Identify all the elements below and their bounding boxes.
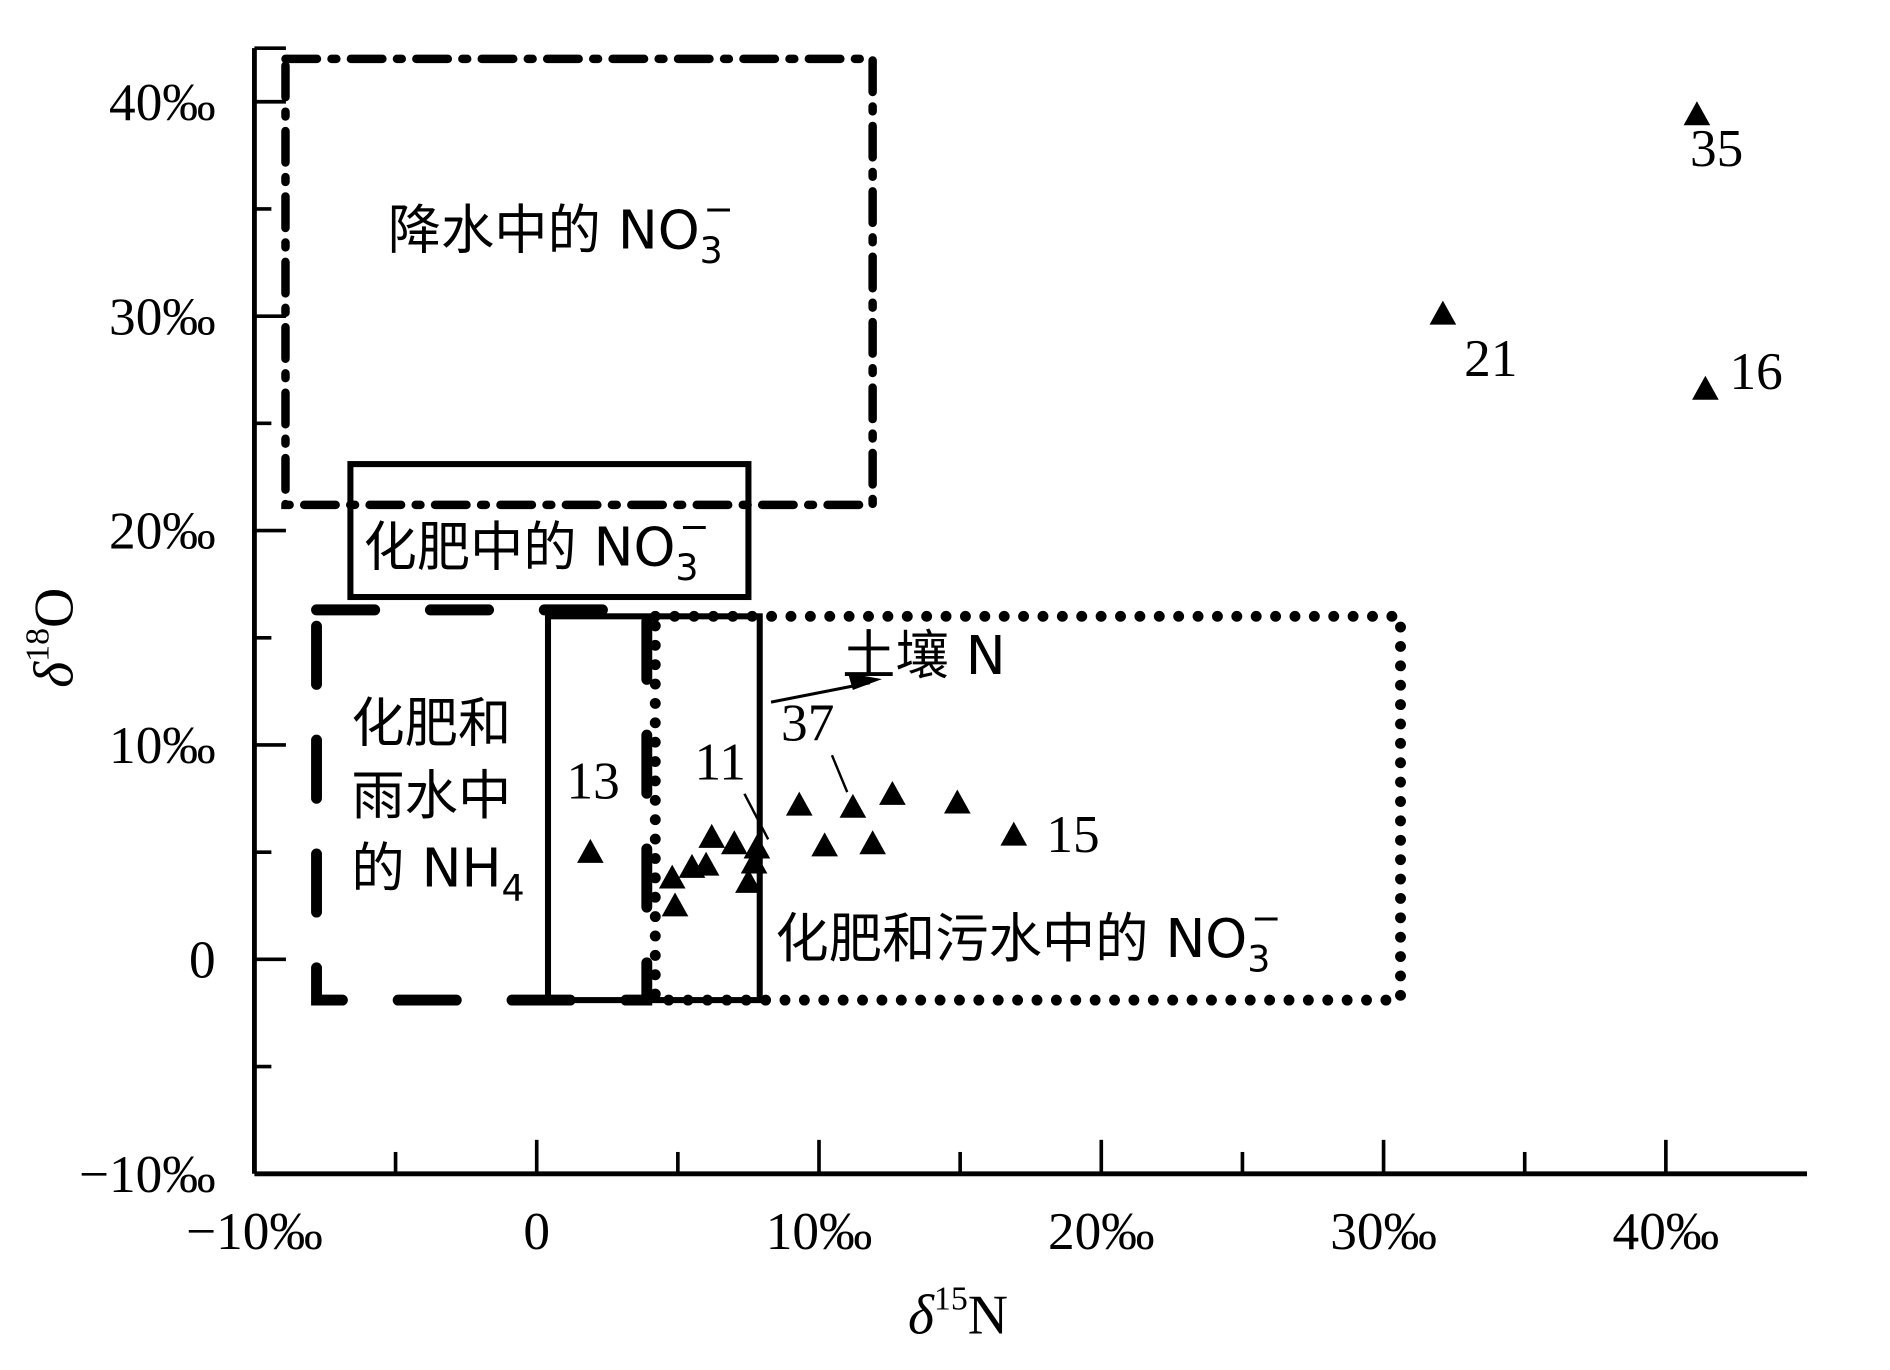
point-label: 37 <box>781 694 834 753</box>
region-label-line: 的 NH4 <box>351 838 524 911</box>
region-label: 化肥中的 NO3− <box>363 505 709 589</box>
region-label-superscript: − <box>679 505 709 548</box>
y-axis-title-sup: 18 <box>19 628 56 662</box>
x-tick-label: 20‰ <box>1048 1202 1155 1261</box>
region-label-subscript: 3 <box>675 546 698 589</box>
point-label: 35 <box>1690 119 1743 178</box>
data-point-triangle <box>692 851 720 876</box>
x-axis-title-sup: 15 <box>934 1280 968 1317</box>
data-point-triangle <box>577 838 604 863</box>
point-labels: 13 11 37 15 21 35 16 土壤 N <box>567 119 1783 864</box>
data-point-triangle <box>658 864 686 889</box>
y-axis-title-symbol: δ <box>24 661 86 688</box>
data-point-triangle <box>1000 821 1028 846</box>
x-tick-label: 10‰ <box>766 1202 873 1261</box>
y-tick-label: 0 <box>189 931 216 990</box>
point-label: 13 <box>567 752 620 811</box>
data-point-triangle <box>811 832 838 857</box>
soil-n-label: 土壤 N <box>842 625 1005 687</box>
data-point-triangle <box>1429 300 1457 325</box>
y-axis-title: δ18O <box>19 588 85 688</box>
data-point-triangle <box>859 830 886 855</box>
data-point-triangle <box>720 830 748 855</box>
x-tick-label: 40‰ <box>1613 1202 1720 1261</box>
y-tick-label: 30‰ <box>109 287 216 346</box>
point-label: 11 <box>695 732 746 791</box>
axes <box>251 46 1808 1177</box>
x-tick-label: 30‰ <box>1330 1202 1437 1261</box>
data-point-triangle <box>698 823 726 848</box>
x-tick-label: 0 <box>523 1202 550 1261</box>
data-point-triangle <box>943 789 971 814</box>
point-label-leader <box>743 793 770 840</box>
y-tick-label: 10‰ <box>109 716 216 775</box>
point-label: 16 <box>1730 342 1783 401</box>
soil-n-arrowhead <box>848 673 882 691</box>
region-label-line: 化肥和 <box>351 692 511 754</box>
region-box-dashed <box>311 604 653 1006</box>
point-label-leader <box>830 754 849 793</box>
x-tick-label: −10‰ <box>186 1202 323 1261</box>
data-point-triangle <box>839 793 867 818</box>
region-label-subscript: 3 <box>1247 937 1270 980</box>
region-box-solid <box>347 461 752 601</box>
region-box-dash-dot <box>281 54 877 510</box>
region-box-dotted <box>649 610 1406 1006</box>
x-axis-title-symbol: δ <box>908 1285 935 1347</box>
data-points <box>577 101 1719 917</box>
region-label: 降水中的 NO3− <box>388 188 734 272</box>
region-label-subscript: 4 <box>502 867 525 910</box>
data-point-triangle <box>735 868 762 893</box>
region-label-subscript: 3 <box>700 229 723 272</box>
region-label-superscript: − <box>703 188 733 231</box>
data-point-triangle <box>661 892 689 917</box>
x-axis-title: δ15N <box>908 1280 1008 1346</box>
data-point-triangle <box>1692 375 1719 400</box>
data-point-triangle <box>740 849 768 874</box>
point-label: 15 <box>1046 805 1099 864</box>
region-label-superscript: − <box>1251 896 1281 939</box>
y-tick-label: 40‰ <box>109 73 216 132</box>
x-axis-title-base: N <box>968 1285 1008 1347</box>
region-label-line: 雨水中 <box>351 765 511 827</box>
y-axis-title-base: O <box>24 588 86 628</box>
data-point-triangle <box>879 780 906 805</box>
data-point-triangle <box>743 834 771 859</box>
data-point-triangle <box>1683 101 1711 126</box>
y-tick-label: −10‰ <box>79 1145 216 1204</box>
region-label: 化肥和污水中的 NO3− <box>775 896 1281 980</box>
y-tick-label: 20‰ <box>109 502 216 561</box>
axis-ticks: −10‰ 0 10‰ 20‰ 30‰ 40‰ −10‰ 0 10‰ 20‰ 30‰ 40‰ <box>79 73 1719 1261</box>
data-point-triangle <box>785 791 813 816</box>
point-label: 21 <box>1464 329 1517 388</box>
